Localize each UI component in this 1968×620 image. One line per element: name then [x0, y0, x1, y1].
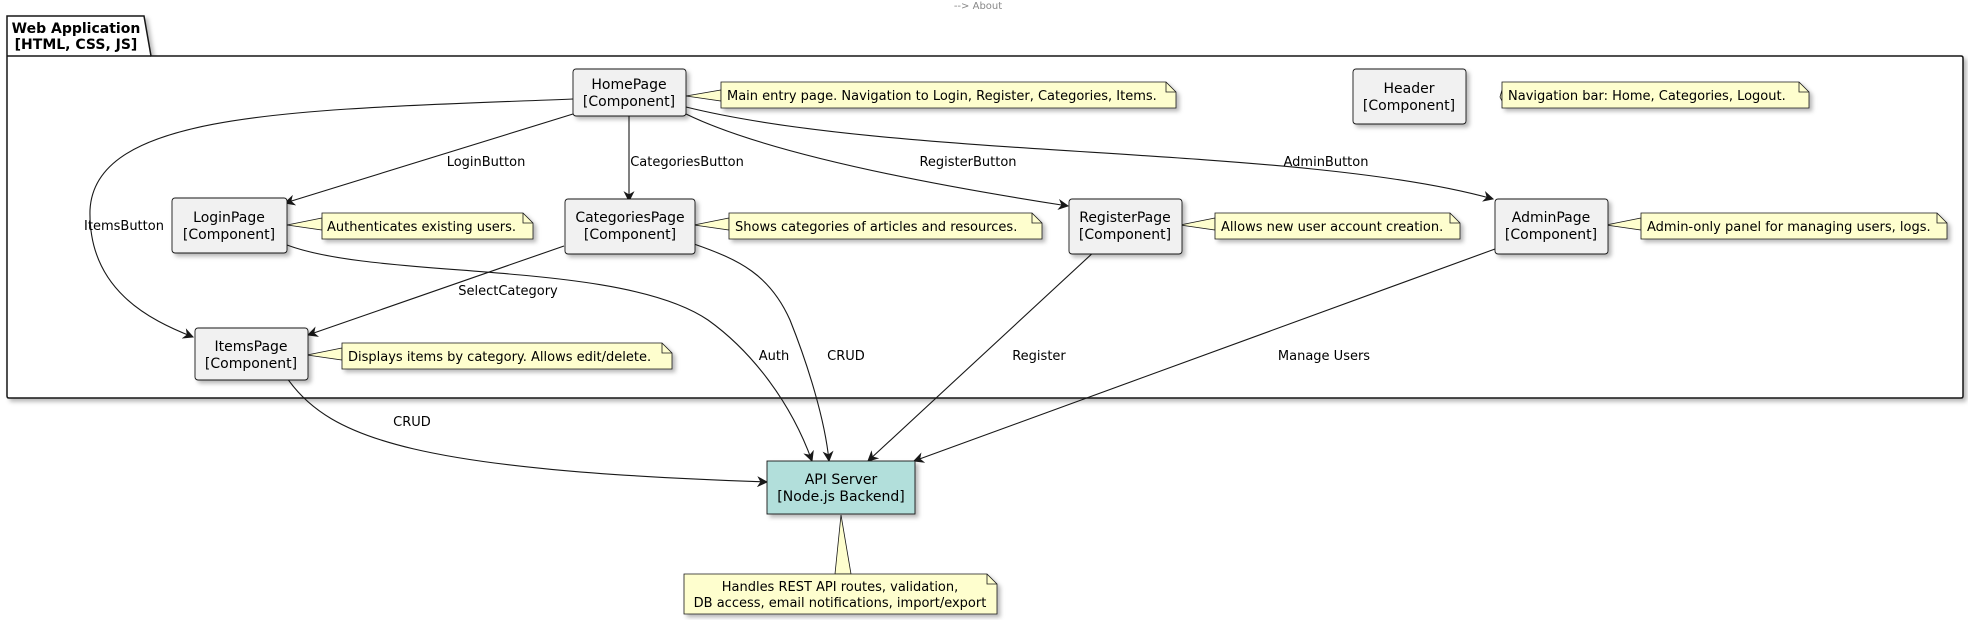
edge-home-admin — [685, 106, 1495, 202]
note-login-text: Authenticates existing users. — [327, 220, 516, 235]
component-categories-tech: [Component] — [584, 227, 676, 243]
package-tech: [HTML, CSS, JS] — [15, 37, 138, 53]
note-tail-api — [834, 514, 852, 575]
component-items-tech: [Component] — [205, 356, 297, 372]
edge-label-register: Register — [1012, 349, 1066, 364]
edge-label-crud-categories: CRUD — [827, 349, 865, 364]
component-login-name: LoginPage — [193, 210, 265, 226]
about-caption: --> About — [954, 1, 1002, 12]
package-title: Web Application — [12, 21, 141, 37]
component-header: Header [Component] — [1352, 68, 1467, 125]
component-categories-name: CategoriesPage — [575, 210, 684, 226]
note-categories-text: Shows categories of articles and resourc… — [735, 220, 1017, 235]
edge-label-categories-button: CategoriesButton — [630, 155, 744, 170]
component-items: ItemsPage [Component] — [194, 327, 309, 381]
edge-label-manage-users: Manage Users — [1278, 349, 1370, 364]
note-items: Displays items by category. Allows edit/… — [341, 342, 673, 370]
edge-items-api — [286, 377, 769, 488]
edge-categories-items — [306, 245, 565, 337]
edge-label-admin-button: AdminButton — [1284, 155, 1369, 170]
note-login: Authenticates existing users. — [321, 212, 534, 240]
note-home: Main entry page. Navigation to Login, Re… — [720, 81, 1177, 109]
component-api-server: API Server [Node.js Backend] — [766, 460, 916, 515]
component-categories: CategoriesPage [Component] — [564, 198, 696, 255]
note-admin-text: Admin-only panel for managing users, log… — [1647, 220, 1931, 235]
note-api: Handles REST API routes, validation, DB … — [683, 573, 998, 615]
edge-label-login-button: LoginButton — [447, 155, 526, 170]
component-register: RegisterPage [Component] — [1068, 198, 1183, 255]
component-home-name: HomePage — [591, 77, 666, 93]
note-register: Allows new user account creation. — [1214, 212, 1461, 240]
note-register-text: Allows new user account creation. — [1221, 220, 1443, 235]
component-api-name: API Server — [805, 472, 878, 488]
edge-login-api — [286, 244, 814, 463]
edge-categories-api — [693, 243, 834, 463]
edge-home-register — [685, 113, 1070, 210]
edge-label-items-button: ItemsButton — [84, 219, 164, 234]
component-login: LoginPage [Component] — [171, 197, 288, 254]
component-admin-name: AdminPage — [1512, 210, 1591, 226]
edge-label-register-button: RegisterButton — [919, 155, 1016, 170]
component-register-name: RegisterPage — [1079, 210, 1171, 226]
note-categories: Shows categories of articles and resourc… — [728, 212, 1043, 240]
note-header-text: Navigation bar: Home, Categories, Logout… — [1508, 89, 1786, 104]
edges — [89, 98, 1496, 488]
web-application-package — [6, 15, 1964, 399]
edge-home-login — [283, 113, 574, 206]
edge-home-items — [89, 98, 574, 339]
note-home-text: Main entry page. Navigation to Login, Re… — [727, 89, 1157, 104]
component-api-tech: [Node.js Backend] — [777, 489, 904, 505]
component-header-name: Header — [1384, 81, 1435, 97]
component-header-tech: [Component] — [1363, 98, 1455, 114]
note-api-text-line1: Handles REST API routes, validation, — [722, 580, 959, 595]
component-home-tech: [Component] — [583, 94, 675, 110]
edge-label-crud-items: CRUD — [393, 415, 431, 430]
edge-admin-api — [912, 248, 1496, 463]
edge-register-api — [867, 249, 1097, 462]
note-admin: Admin-only panel for managing users, log… — [1640, 212, 1948, 240]
component-register-tech: [Component] — [1079, 227, 1171, 243]
note-api-text-line2: DB access, email notifications, import/e… — [694, 596, 987, 611]
component-home: HomePage [Component] — [572, 68, 687, 117]
edge-label-select-category: SelectCategory — [458, 284, 558, 299]
edge-label-auth: Auth — [759, 349, 789, 364]
component-admin-tech: [Component] — [1505, 227, 1597, 243]
component-login-tech: [Component] — [183, 227, 275, 243]
component-items-name: ItemsPage — [214, 339, 287, 355]
component-admin: AdminPage [Component] — [1494, 198, 1609, 255]
note-header: Navigation bar: Home, Categories, Logout… — [1501, 81, 1810, 109]
note-items-text: Displays items by category. Allows edit/… — [348, 350, 651, 365]
